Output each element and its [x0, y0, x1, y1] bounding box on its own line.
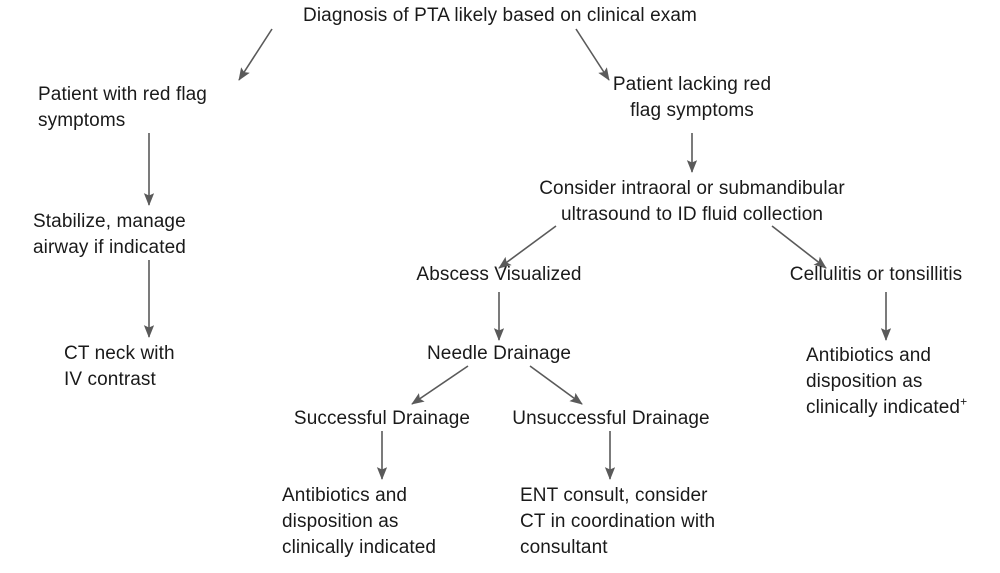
node-cellulitis: Cellulitis or tonsillitis: [789, 264, 963, 285]
node-unsuccessful-outcome: ENT consult, consider CT in coordination…: [520, 485, 716, 558]
node-stabilize: Stabilize, manage airway if indicated: [33, 211, 186, 258]
edge-root-to-red-flag: [238, 28, 273, 81]
node-ultrasound: Consider intraoral or submandibular ultr…: [539, 178, 845, 225]
node-successful-drainage: Successful Drainage: [293, 408, 471, 429]
node-root: Diagnosis of PTA likely based on clinica…: [303, 5, 697, 26]
node-ct-neck: CT neck with IV contrast: [64, 343, 175, 390]
node-lacking-red-flag: Patient lacking red flag symptoms: [612, 74, 772, 121]
edge-needle-to-successful: [411, 365, 469, 405]
node-cellulitis-outcome-text: Antibiotics and disposition as clinicall…: [806, 345, 961, 418]
node-needle-drainage: Needle Drainage: [426, 343, 572, 364]
node-abscess-visualized: Abscess Visualized: [416, 264, 582, 285]
node-red-flag: Patient with red flag symptoms: [38, 84, 207, 131]
node-cellulitis-outcome: Antibiotics and disposition as clinicall…: [806, 343, 1000, 421]
edge-needle-to-unsuccessful: [529, 365, 583, 405]
node-unsuccessful-drainage: Unsuccessful Drainage: [512, 408, 710, 429]
node-successful-outcome: Antibiotics and disposition as clinicall…: [282, 485, 437, 558]
node-cellulitis-outcome-superscript: +: [960, 394, 968, 409]
